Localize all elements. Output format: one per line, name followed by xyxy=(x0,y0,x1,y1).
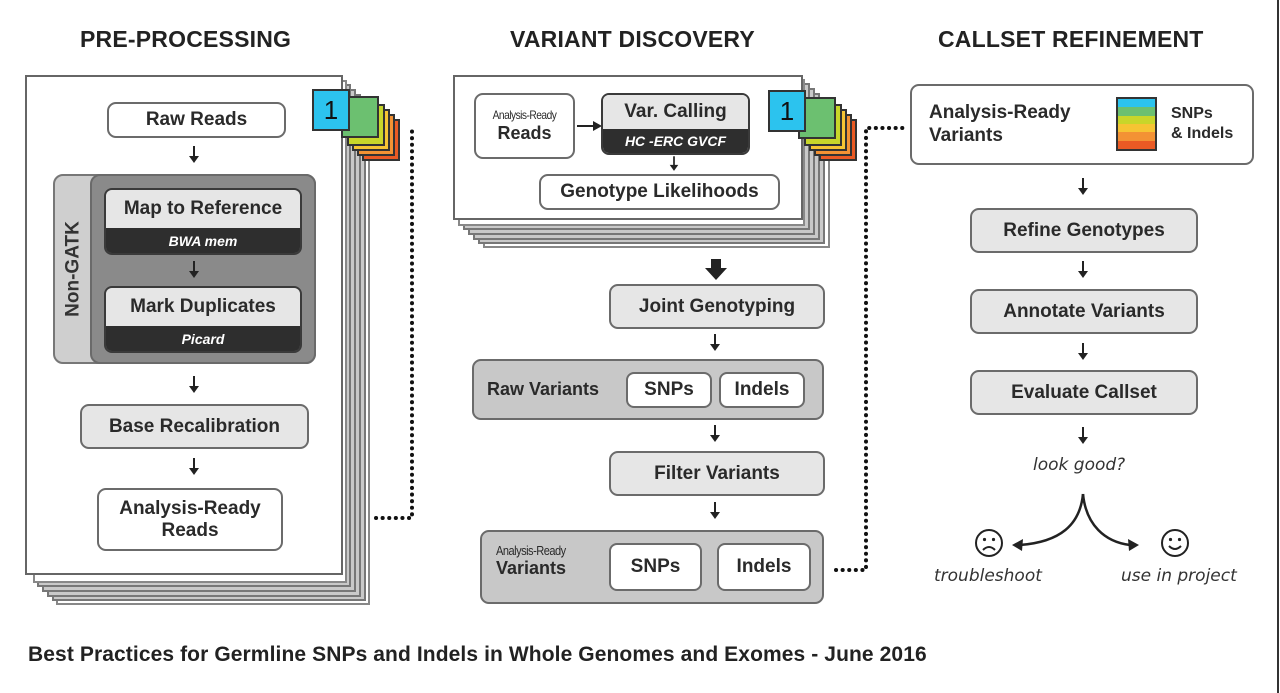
final-indels-box: Indels xyxy=(717,543,811,591)
arrow-down-icon xyxy=(189,146,199,163)
arrow-down-icon xyxy=(189,376,199,393)
vd-input-line1: Analysis-Ready xyxy=(492,107,557,122)
cr-legend: SNPs & Indels xyxy=(1171,104,1233,144)
sample-tab-1: 1 xyxy=(768,90,806,132)
raw-variants-label: Raw Variants xyxy=(487,379,600,399)
annotate-variants-box: Annotate Variants xyxy=(970,289,1198,334)
sample-color-swatch xyxy=(1116,97,1157,151)
arrow-down-icon xyxy=(189,261,199,278)
arrow-down-icon xyxy=(189,458,199,475)
arrow-right-icon xyxy=(577,121,602,131)
title-preprocessing: PRE-PROCESSING xyxy=(80,26,292,52)
cr-legend-line2: & Indels xyxy=(1171,125,1234,142)
title-callset-refinement: CALLSET REFINEMENT xyxy=(938,26,1204,52)
use-in-project-label: use in project xyxy=(1121,566,1237,586)
non-gatk-label: Non-GATK xyxy=(62,221,84,317)
title-variant-discovery: VARIANT DISCOVERY xyxy=(510,26,755,52)
evaluate-callset-box: Evaluate Callset xyxy=(970,370,1198,415)
cr-input-label: Analysis-Ready Variants xyxy=(929,102,1071,148)
thick-arrow-down-icon xyxy=(705,259,727,280)
map-to-reference-box: Map to Reference BWA mem xyxy=(104,188,302,255)
filter-variants-box: Filter Variants xyxy=(609,451,825,496)
cr-input-line2: Variants xyxy=(929,124,1003,146)
happy-face-icon xyxy=(1161,529,1189,557)
sad-face-icon xyxy=(975,529,1003,557)
analysis-ready-reads-line1: Analysis-Ready xyxy=(119,497,261,519)
joint-genotyping-box: Joint Genotyping xyxy=(609,284,825,329)
troubleshoot-label: troubleshoot xyxy=(934,566,1042,586)
swatch-stripe-1 xyxy=(1118,99,1155,108)
var-calling-label: Var. Calling xyxy=(603,95,748,129)
right-border-rule xyxy=(1277,0,1279,693)
var-calling-box: Var. Calling HC -ERC GVCF xyxy=(601,93,750,155)
base-recalibration-box: Base Recalibration xyxy=(80,404,309,449)
cr-input-box xyxy=(910,84,1254,165)
analysis-ready-reads-line2: Reads xyxy=(161,519,219,541)
mark-duplicates-label: Mark Duplicates xyxy=(106,288,300,326)
arrow-down-icon xyxy=(1078,427,1088,444)
raw-indels-box: Indels xyxy=(719,372,805,408)
swatch-stripe-5 xyxy=(1118,132,1155,141)
figure-caption: Best Practices for Germline SNPs and Ind… xyxy=(28,643,927,666)
vd-analysis-ready-reads-box: Analysis-Ready Reads xyxy=(474,93,575,159)
cr-input-line1: Analysis-Ready xyxy=(929,102,1071,123)
arrow-down-icon xyxy=(710,334,720,351)
swatch-stripe-2 xyxy=(1118,107,1155,116)
analysis-ready-variants-label: Analysis-Ready Variants xyxy=(496,543,578,579)
decision-label: look good? xyxy=(1033,455,1126,475)
picard-tool: Picard xyxy=(106,326,300,351)
map-to-reference-label: Map to Reference xyxy=(106,190,300,228)
refine-genotypes-box: Refine Genotypes xyxy=(970,208,1198,253)
arrow-down-icon xyxy=(1078,343,1088,360)
swatch-stripe-6 xyxy=(1118,140,1155,149)
arrow-down-icon xyxy=(669,156,679,171)
raw-reads-box: Raw Reads xyxy=(107,102,286,138)
branch-arrows-icon xyxy=(1012,493,1139,551)
bwa-mem-tool: BWA mem xyxy=(106,228,300,253)
dotted-connector-discovery-to-refinement xyxy=(834,126,906,572)
hc-erc-gvcf-tool: HC -ERC GVCF xyxy=(603,129,748,153)
arv-line1: Analysis-Ready xyxy=(496,543,566,558)
arv-line2: Variants xyxy=(496,558,567,578)
arrow-down-icon xyxy=(1078,178,1088,195)
sample-tab-1: 1 xyxy=(312,89,350,131)
analysis-ready-reads-box: Analysis-Ready Reads xyxy=(97,488,283,551)
final-snps-box: SNPs xyxy=(609,543,702,591)
arrow-down-icon xyxy=(710,425,720,442)
cr-legend-line1: SNPs xyxy=(1171,105,1213,122)
raw-snps-box: SNPs xyxy=(626,372,712,408)
genotype-likelihoods-box: Genotype Likelihoods xyxy=(539,174,780,210)
dotted-connector-preprocessing-to-discovery xyxy=(374,127,418,520)
swatch-stripe-3 xyxy=(1118,115,1155,124)
mark-duplicates-box: Mark Duplicates Picard xyxy=(104,286,302,353)
vd-input-line2: Reads xyxy=(497,122,552,143)
swatch-stripe-4 xyxy=(1118,123,1155,133)
arrow-down-icon xyxy=(710,502,720,519)
arrow-down-icon xyxy=(1078,261,1088,278)
